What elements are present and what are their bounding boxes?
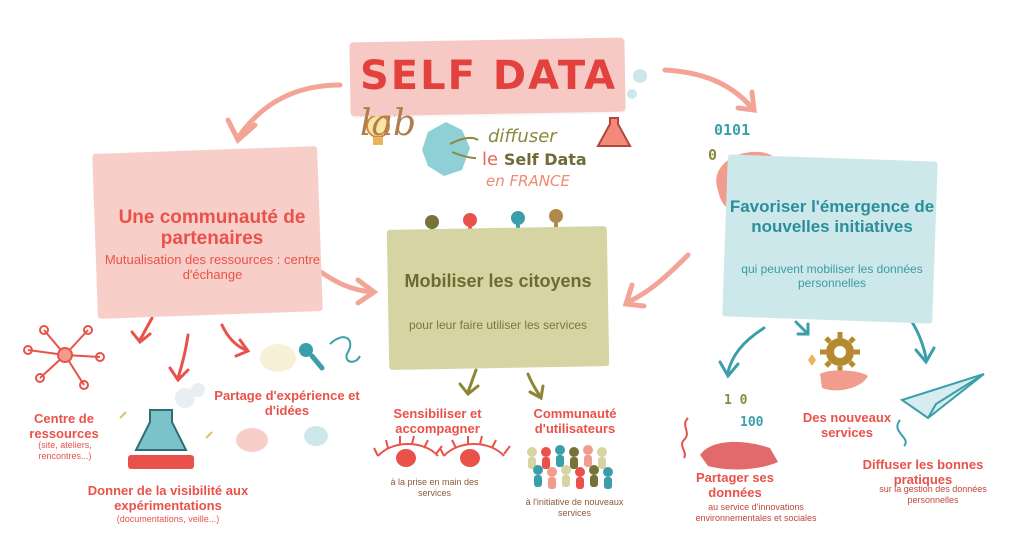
sensibiliser-title: Sensibiliser et accompagner [393, 406, 482, 436]
visibilite-title: Donner de la visibilité aux expérimentat… [87, 483, 249, 513]
title-script: lab [360, 103, 417, 144]
svg-text:1 0: 1 0 [724, 393, 748, 408]
arrow-title-to-left [237, 82, 343, 138]
arrow-left-to-center [315, 267, 375, 295]
center-card-title: Mobiliser les citoyens [404, 271, 592, 291]
speech-bubble-icon [236, 344, 328, 452]
visibilite-sub: (documentations, veille...) [116, 514, 220, 524]
main-title: SELF DATA lab [360, 53, 620, 145]
svg-text:100: 100 [740, 415, 764, 430]
center-card-subtitle: pour leur faire utiliser les services [408, 318, 588, 332]
arrow-right-branch-1 [726, 326, 766, 374]
arrow-right-to-center-head [622, 282, 647, 309]
tagline-line3: en FRANCE [486, 172, 570, 190]
arrow-center-branch-1 [466, 368, 478, 394]
tagline-bold: Self Data [503, 150, 587, 169]
arrow-title-to-right [662, 67, 755, 111]
communaute-utilisateurs-sub: à l'initiative de nouveaux services [525, 497, 624, 518]
arrow-left-branch-3 [220, 323, 248, 352]
france-map-icon [422, 122, 479, 176]
title-main: SELF DATA [360, 53, 618, 99]
arrow-left-branch-2 [176, 333, 190, 380]
centre-ressources-title: Centre de ressources [29, 411, 99, 441]
partager-title: Partager ses données [695, 470, 775, 500]
crowd-icon [527, 445, 613, 489]
tagline-line2: le Self Data [482, 149, 587, 170]
right-card [722, 154, 938, 324]
arrow-right-to-center [625, 252, 691, 305]
arrow-right-branch-2 [794, 320, 808, 334]
eyes-icon [373, 435, 511, 467]
beaker-icon [119, 383, 213, 469]
diffuser-bp-sub: sur la gestion des données personnelles [879, 484, 987, 505]
sensibiliser-sub: à la prise en main des services [390, 477, 479, 498]
tagline-line1: diffuser [488, 126, 557, 147]
network-icon [23, 325, 105, 390]
centre-ressources-sub: (site, ateliers, rencontres...) [38, 440, 92, 461]
microphone-icon [299, 336, 361, 371]
right-card-title: Favoriser l'émergence de nouvelles initi… [729, 197, 935, 236]
arrow-title-to-right-head [735, 89, 757, 113]
left-card-title: Une communauté de partenaires [118, 207, 306, 249]
nouveaux-services-title: Des nouveaux services [802, 410, 892, 440]
paper-plane-icon [896, 373, 985, 447]
arrow-left-to-center-head [355, 277, 379, 306]
arrow-title-to-left-head [225, 117, 258, 145]
communaute-utilisateurs-title: Communauté d'utilisateurs [533, 406, 617, 436]
diffuser-bp-title: Diffuser les bonnes pratiques [862, 457, 984, 487]
center-card [386, 226, 610, 370]
partage-title: Partage d'expérience et d'idées [214, 388, 360, 418]
left-card-subtitle: Mutualisation des ressources : centre d'… [104, 252, 321, 282]
hand-share-icon: 1 0 100 [681, 393, 778, 470]
hand-gear-icon [808, 332, 868, 391]
arrow-left-branch-1 [138, 316, 154, 342]
right-card-subtitle: qui peuvent mobiliser les données person… [741, 262, 923, 290]
tagline-prefix: le [482, 149, 499, 170]
arrow-center-branch-2 [526, 372, 542, 398]
flask-icon [596, 69, 647, 147]
svg-text:0101: 0101 [714, 121, 750, 139]
partager-sub: au service d'innovations environnemental… [695, 502, 817, 523]
svg-text:0: 0 [708, 146, 717, 164]
